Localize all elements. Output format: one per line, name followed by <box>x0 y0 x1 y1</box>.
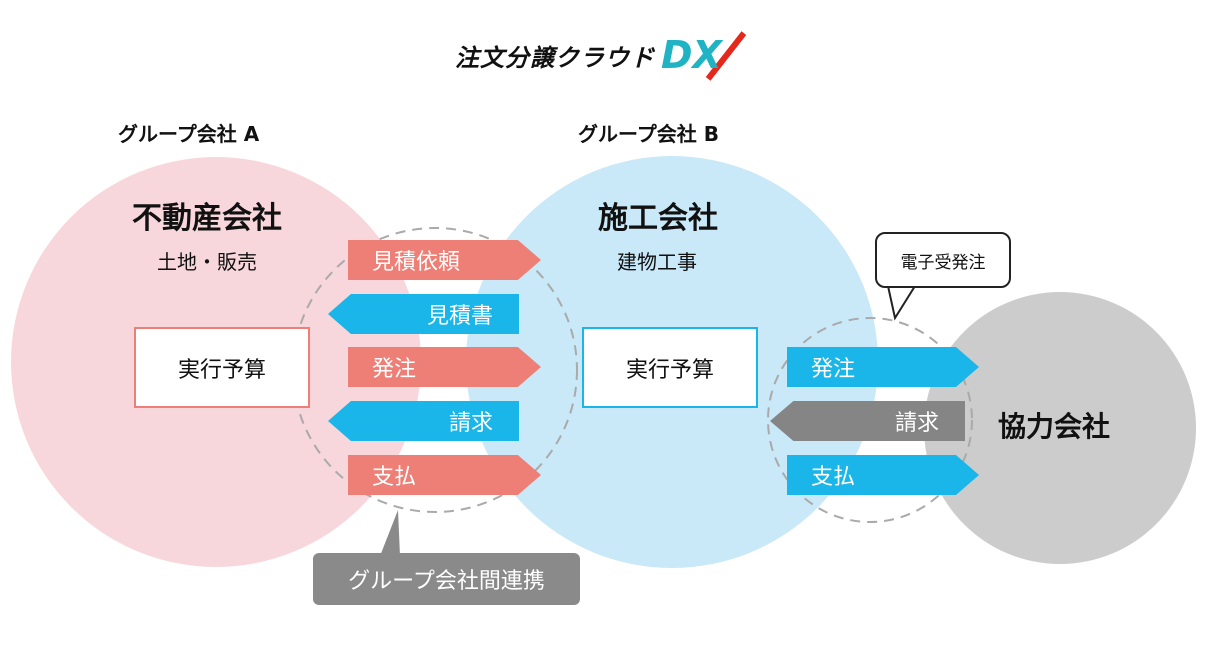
flow-order-partner: 発注 <box>787 347 979 387</box>
logo-dx: DX <box>661 33 722 77</box>
circle-partner <box>924 292 1196 564</box>
logo-dx-wrap: DX <box>661 31 747 81</box>
group-a-label: グループ会社 A <box>118 122 260 146</box>
logo: 注文分譲クラウド DX <box>455 30 747 81</box>
flow-invoice-partner: 請求 <box>770 401 965 441</box>
dashed-circle-bc <box>767 317 973 523</box>
company-b-name: 施工会社 <box>598 201 718 236</box>
company-b-desc: 建物工事 <box>617 250 697 274</box>
flow-estimate-request: 見積依頼 <box>348 240 541 280</box>
flow-payment-partner: 支払 <box>787 455 979 495</box>
company-a-budget: 実行予算 <box>134 327 310 408</box>
company-b-budget: 実行予算 <box>582 327 758 408</box>
flow-invoice: 請求 <box>328 401 519 441</box>
flow-order: 発注 <box>348 347 541 387</box>
flow-payment: 支払 <box>348 455 541 495</box>
company-a-desc: 土地・販売 <box>157 250 257 274</box>
speech-bubble-edi: 電子受発注 <box>875 232 1011 288</box>
logo-text: 注文分譲クラウド <box>455 43 655 72</box>
flow-estimate: 見積書 <box>328 294 519 334</box>
company-c-name: 協力会社 <box>998 410 1111 443</box>
company-a-name: 不動産会社 <box>132 201 282 236</box>
group-b-label: グループ会社 B <box>578 122 720 146</box>
bubble-tail <box>886 285 917 321</box>
callout-group-link: グループ会社間連携 <box>313 553 580 605</box>
callout-tail <box>380 510 400 556</box>
